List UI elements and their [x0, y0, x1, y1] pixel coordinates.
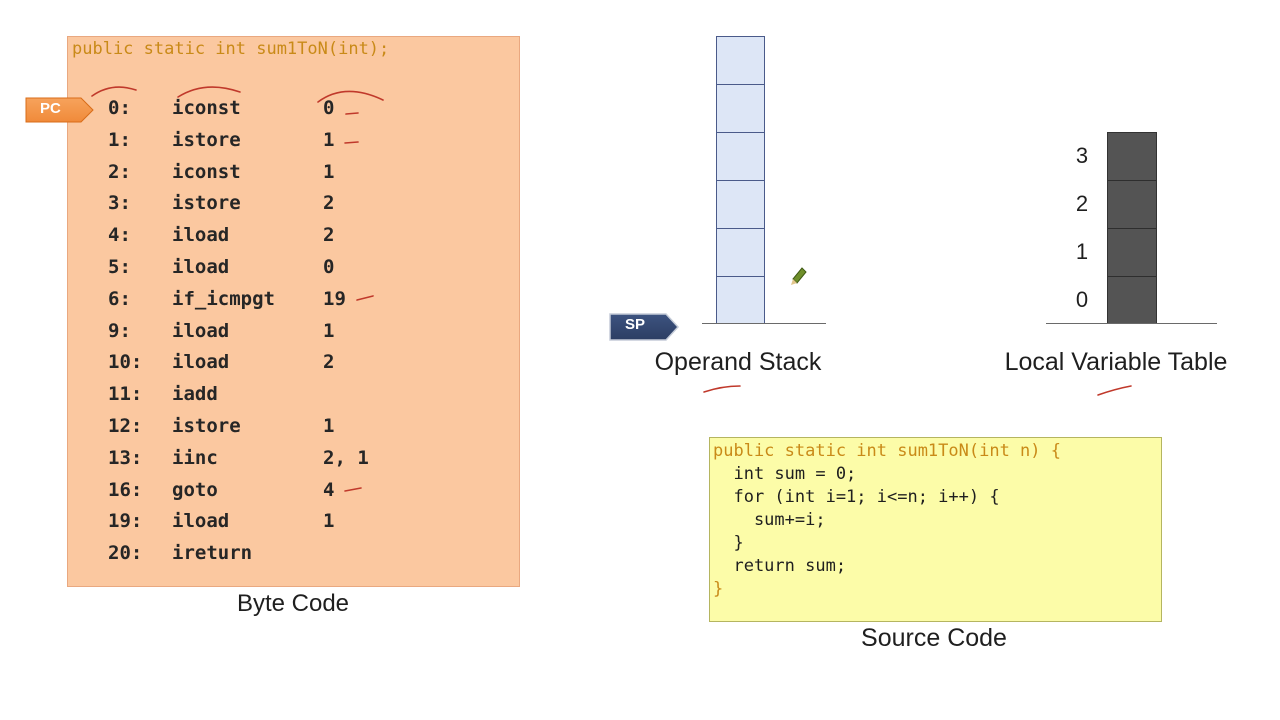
bytecode-offset: 11: — [108, 383, 143, 406]
bytecode-opcode: goto — [172, 478, 218, 501]
operand-stack-cell — [717, 277, 764, 325]
bytecode-argument: 1 — [323, 319, 335, 342]
pc-label: PC — [40, 100, 61, 117]
bytecode-argument: 2 — [323, 224, 335, 247]
bytecode-opcode: iload — [172, 351, 230, 374]
local-variable-slot — [1108, 229, 1156, 277]
bytecode-offset: 1: — [108, 128, 131, 151]
local-variable-slot — [1108, 133, 1156, 181]
bytecode-opcode: istore — [172, 128, 241, 151]
bytecode-opcode: iconst — [172, 97, 241, 119]
bytecode-offset: 2: — [108, 160, 131, 183]
sp-label: SP — [625, 316, 646, 333]
operand-stack-cell — [717, 37, 764, 85]
annotation-underline-operand — [703, 385, 741, 393]
local-variable-table — [1107, 132, 1157, 324]
bytecode-offset: 6: — [108, 287, 131, 310]
bytecode-panel: public static int sum1ToN(int); 0: iconst… — [67, 36, 520, 587]
sp-marker: SP — [608, 311, 680, 343]
bytecode-offset: 12: — [108, 415, 143, 437]
source-code-line: public static int sum1ToN(int n) { — [713, 441, 1061, 461]
bytecode-argument: 1 — [323, 415, 335, 437]
bytecode-argument: 0 — [323, 256, 335, 278]
local-variable-index: 1 — [1075, 239, 1089, 264]
operand-stack-cell — [717, 133, 764, 181]
bytecode-opcode: iadd — [172, 383, 218, 406]
bytecode-offset: 16: — [108, 478, 143, 501]
operand-stack-cell — [717, 85, 764, 133]
local-variable-index: 2 — [1075, 191, 1089, 216]
bytecode-opcode: iinc — [172, 446, 218, 469]
local-variable-slot — [1108, 277, 1156, 325]
local-variable-slot — [1108, 181, 1156, 229]
bytecode-offset: 5: — [108, 256, 131, 278]
operand-stack-cell — [717, 229, 764, 277]
bytecode-argument: 0 — [323, 97, 335, 119]
bytecode-argument: 2, 1 — [323, 446, 369, 469]
annotation-underline-local — [1097, 385, 1132, 396]
local-variable-index: 0 — [1075, 287, 1089, 312]
source-code-line: sum+=i; — [713, 510, 826, 530]
source-code-panel: public static int sum1ToN(int n) { int s… — [709, 437, 1162, 622]
bytecode-opcode: ireturn — [172, 542, 253, 565]
bytecode-argument: 2 — [323, 351, 335, 374]
bytecode-offset: 20: — [108, 542, 143, 565]
local-variable-baseline — [1046, 323, 1217, 324]
bytecode-offset: 3: — [108, 192, 131, 215]
bytecode-argument: 1 — [323, 128, 335, 151]
bytecode-opcode: iload — [172, 256, 230, 278]
bytecode-argument: 4 — [323, 478, 335, 501]
bytecode-offset: 10: — [108, 351, 143, 374]
local-variable-caption: Local Variable Table — [1004, 348, 1228, 376]
bytecode-signature: public static int sum1ToN(int); — [72, 39, 390, 59]
source-code-line: } — [713, 579, 724, 599]
pc-marker: PC — [25, 96, 95, 124]
operand-stack-caption: Operand Stack — [654, 348, 822, 376]
bytecode-opcode: iload — [172, 510, 230, 533]
source-code-line: for (int i=1; i<=n; i++) { — [713, 487, 1000, 507]
source-code-caption: Source Code — [861, 624, 1007, 652]
bytecode-offset: 0: — [108, 97, 131, 119]
source-code-line: return sum; — [713, 556, 847, 576]
pencil-cursor-icon — [791, 267, 807, 285]
pc-arrow-icon — [25, 97, 94, 123]
bytecode-opcode: iload — [172, 319, 230, 342]
bytecode-offset: 9: — [108, 319, 131, 342]
bytecode-argument: 1 — [323, 160, 335, 183]
bytecode-offset: 13: — [108, 446, 143, 469]
bytecode-caption: Byte Code — [236, 590, 350, 617]
bytecode-offset: 4: — [108, 224, 131, 247]
bytecode-opcode: istore — [172, 415, 241, 437]
bytecode-argument: 2 — [323, 192, 335, 215]
operand-stack-cell — [717, 181, 764, 229]
sp-arrow-icon — [609, 313, 680, 341]
operand-stack — [716, 36, 765, 324]
bytecode-opcode: iload — [172, 224, 230, 247]
local-variable-index: 3 — [1075, 143, 1089, 168]
source-code-line: int sum = 0; — [713, 464, 857, 484]
operand-stack-baseline — [702, 323, 826, 324]
source-code-line: } — [713, 533, 744, 553]
bytecode-argument: 1 — [323, 510, 335, 533]
bytecode-opcode: iconst — [172, 160, 241, 183]
bytecode-opcode: istore — [172, 192, 241, 215]
bytecode-offset: 19: — [108, 510, 143, 533]
bytecode-argument: 19 — [323, 287, 346, 310]
bytecode-opcode: if_icmpgt — [172, 287, 275, 310]
